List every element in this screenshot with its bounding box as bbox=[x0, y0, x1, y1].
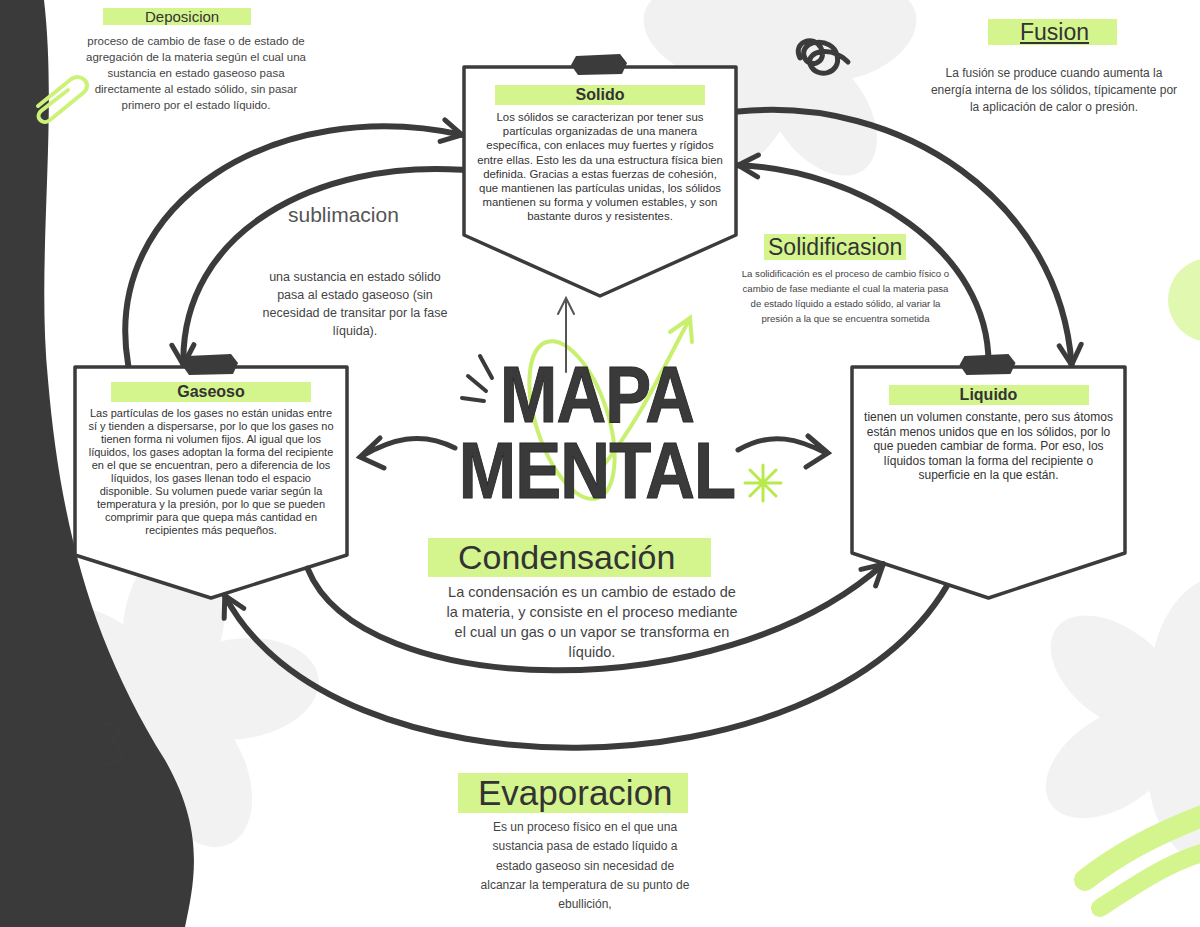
box-text: Los sólidos se caracterizan por tener su… bbox=[475, 110, 725, 224]
box-tape bbox=[960, 354, 1016, 375]
state-box: SolidoLos sólidos se caracterizan por te… bbox=[462, 65, 738, 298]
title-arrow-right bbox=[738, 436, 828, 467]
transition-arrow bbox=[738, 165, 989, 365]
transition-description: La condensación es un cambio de estado d… bbox=[446, 582, 738, 662]
box-heading: Liquido bbox=[889, 385, 1089, 405]
transition-description: una sustancia en estado sólido pasa al e… bbox=[255, 268, 455, 340]
box-content: GaseosoLas partículas de los gases no es… bbox=[73, 365, 349, 537]
transition-arrow bbox=[308, 564, 884, 670]
box-heading: Solido bbox=[495, 85, 705, 105]
box-text: tienen un volumen constante, pero sus át… bbox=[864, 410, 1113, 483]
green-brush-stroke bbox=[1100, 852, 1200, 908]
transition-heading: sublimacion bbox=[288, 203, 399, 227]
box-text: Las partículas de los gases no están uni… bbox=[85, 407, 337, 537]
transition-heading: Deposicion bbox=[103, 8, 251, 25]
transition-description: La fusión se produce cuando aumenta la e… bbox=[928, 65, 1180, 116]
box-heading: Gaseoso bbox=[111, 382, 311, 402]
transition-description: La solidificación es el proceso de cambi… bbox=[738, 266, 953, 326]
accent-strokes bbox=[462, 356, 492, 401]
green-asterisk bbox=[745, 465, 781, 501]
transition-arrow bbox=[738, 110, 1072, 365]
state-box: GaseosoLas partículas de los gases no es… bbox=[73, 365, 349, 600]
box-content: Liquido tienen un volumen constante, pero… bbox=[850, 365, 1127, 483]
transition-arrow bbox=[183, 169, 462, 365]
box-tape bbox=[571, 54, 627, 75]
transition-heading: Fusion bbox=[988, 19, 1117, 45]
mind-map-title: MAPA MENTAL bbox=[442, 357, 752, 509]
state-box: Liquido tienen un volumen constante, pero… bbox=[850, 365, 1127, 600]
box-border bbox=[75, 367, 347, 598]
transition-heading: Evaporacion bbox=[458, 773, 688, 813]
transition-description: Es un proceso físico en el que una susta… bbox=[478, 818, 692, 914]
squiggle-doodle bbox=[97, 723, 121, 763]
title-arrow-left bbox=[360, 438, 455, 468]
box-border bbox=[464, 67, 736, 296]
transition-heading: Solidificasion bbox=[764, 234, 906, 260]
box-tape bbox=[182, 354, 238, 375]
transition-heading: Condensación bbox=[428, 538, 711, 577]
transition-arrow bbox=[125, 126, 462, 365]
flower-petal bbox=[1029, 592, 1200, 755]
paperclip bbox=[38, 77, 87, 122]
transition-description: proceso de cambio de fase o de estado de… bbox=[85, 33, 307, 113]
green-brush-stroke bbox=[1085, 815, 1200, 880]
box-border bbox=[852, 367, 1125, 598]
box-content: SolidoLos sólidos se caracterizan por te… bbox=[462, 65, 738, 224]
spiral-doodle bbox=[798, 41, 848, 73]
green-blob bbox=[1168, 258, 1200, 342]
